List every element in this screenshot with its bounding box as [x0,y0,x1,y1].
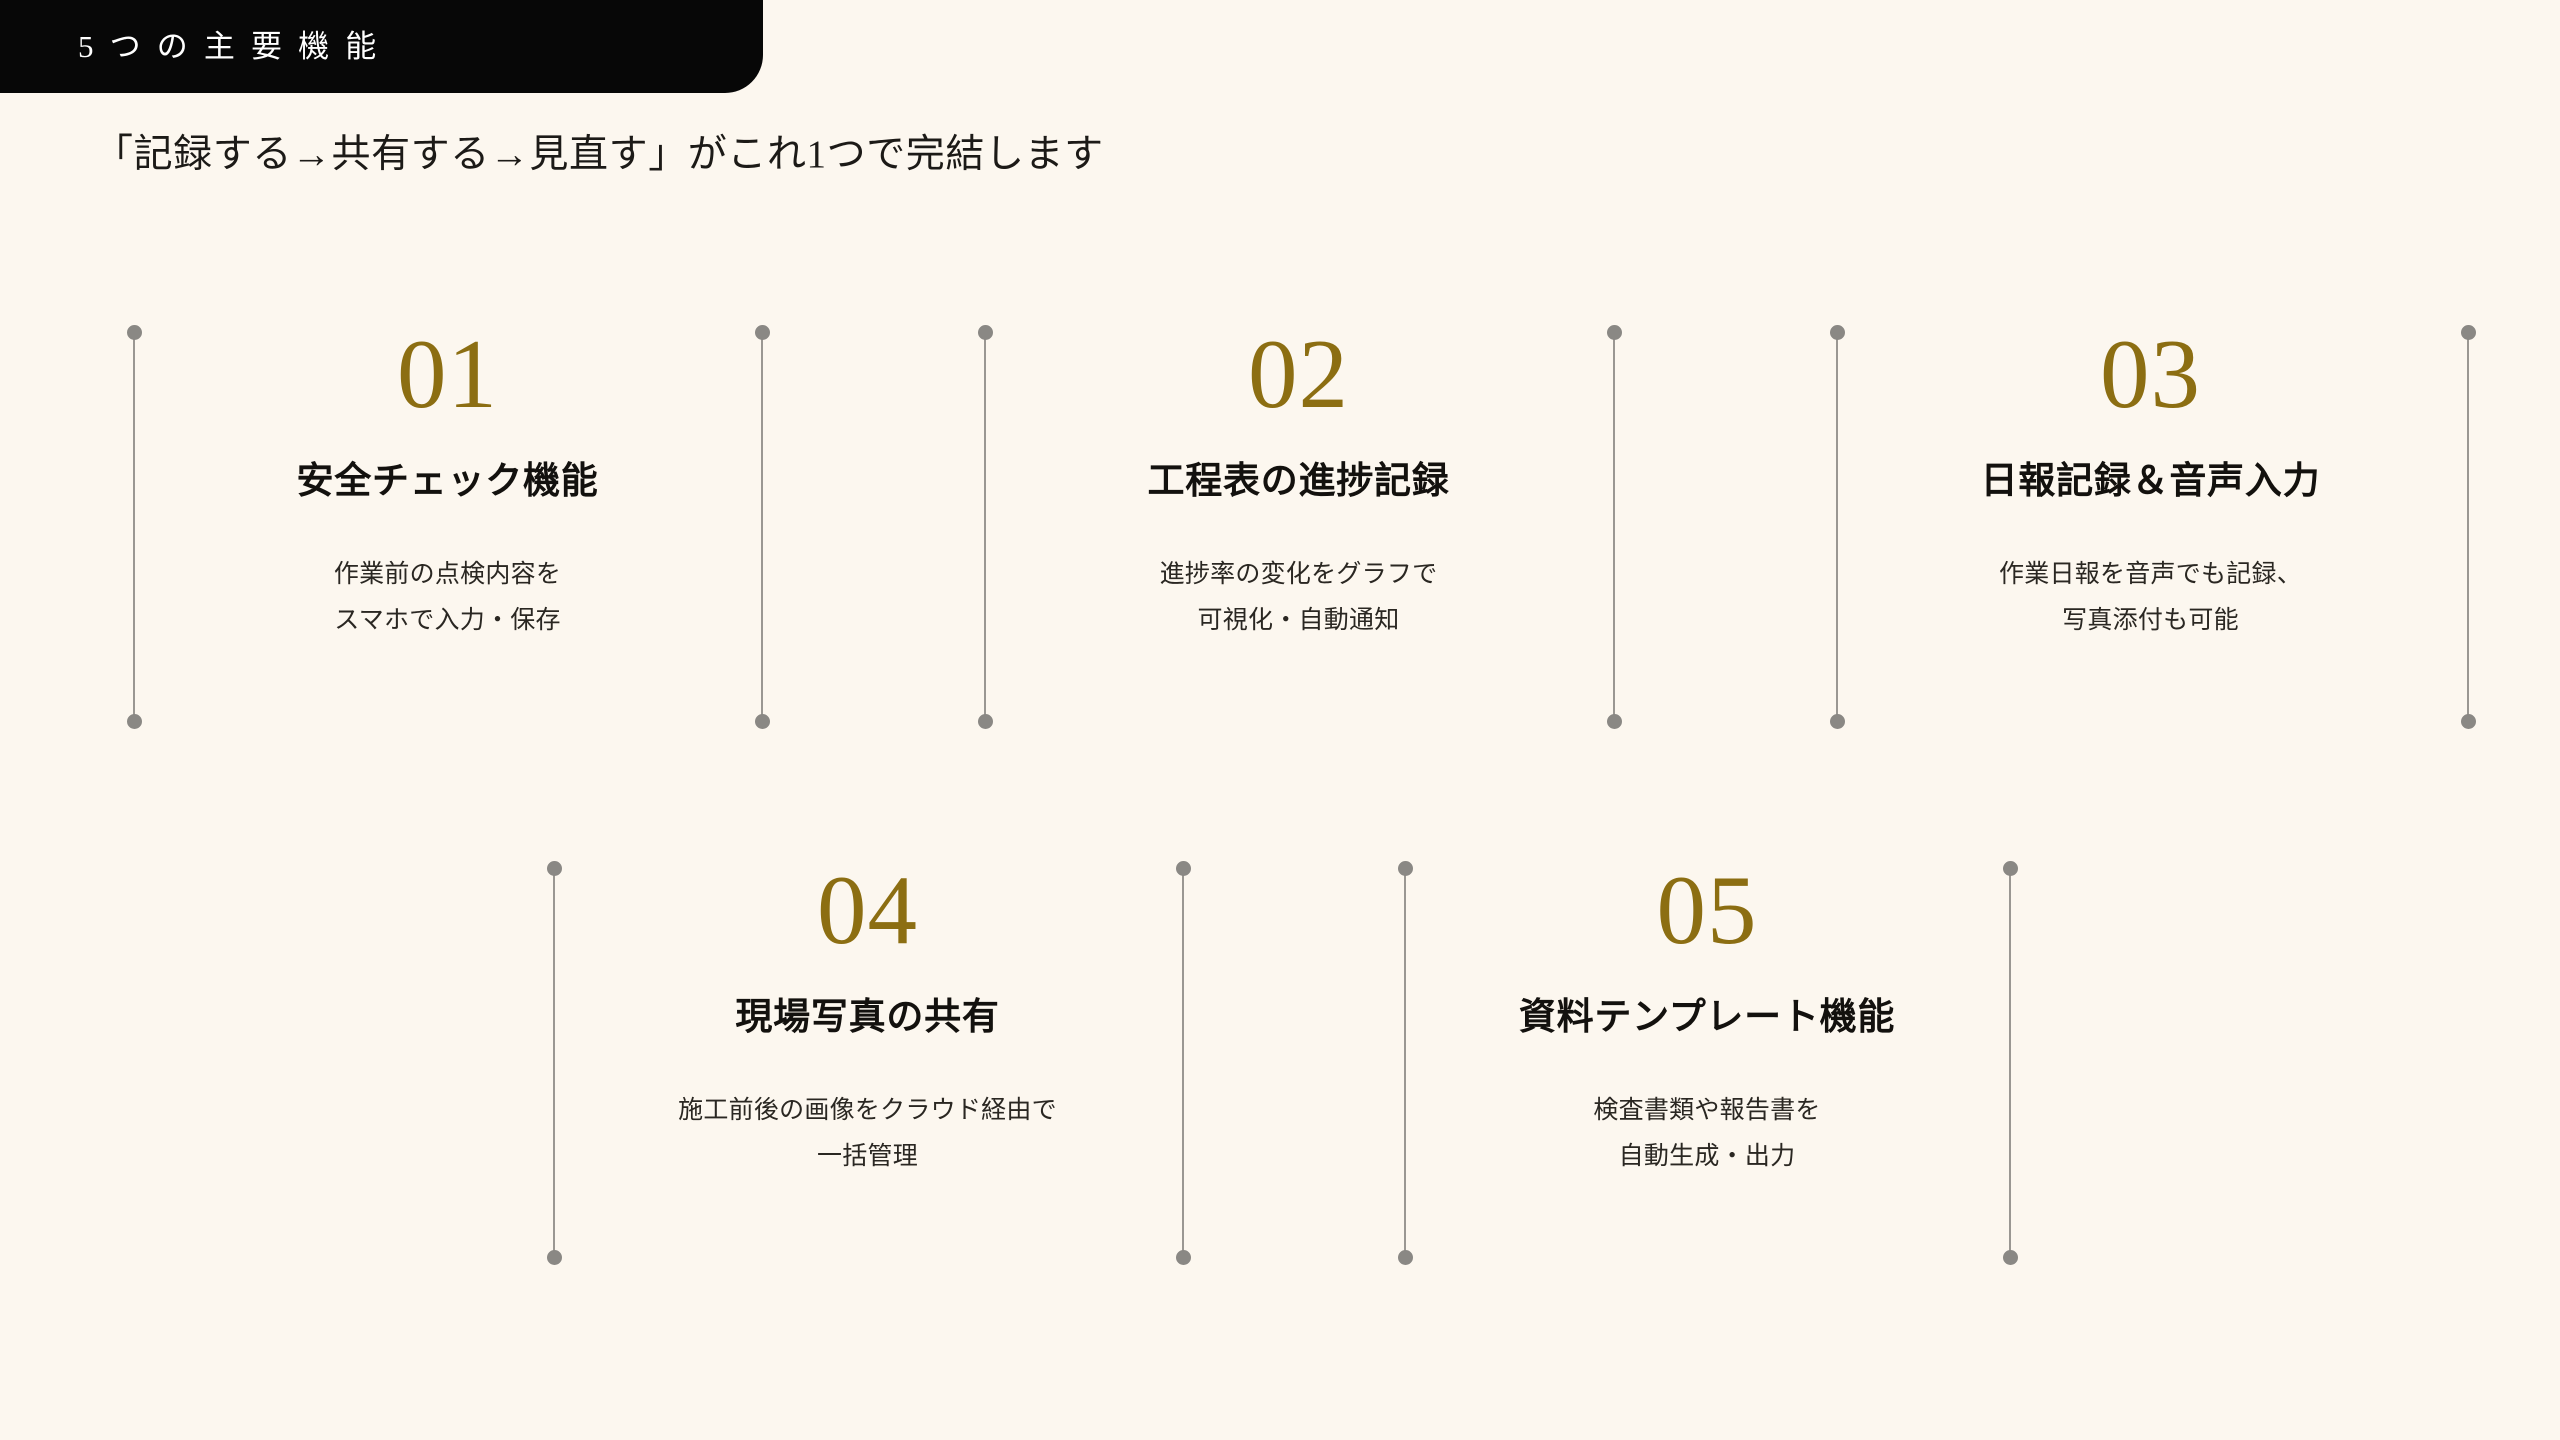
section-subtitle: 「記録する→共有する→見直す」がこれ1つで完結します [94,133,1104,176]
rail-dot-bottom-icon [1829,714,1845,729]
feature-number: 04 [817,856,918,965]
feature-number: 03 [2100,320,2201,429]
rail-dot-top-icon [1829,325,1845,340]
feature-description-line: スマホで入力・保存 [334,607,561,635]
feature-card-04[interactable]: 04 現場写真の共有 施工前後の画像をクラウド経由で 一括管理 [560,861,1175,1181]
rail-dot-bottom-icon [126,714,142,729]
rail-dot-top-icon [977,325,993,340]
feature-description-line: 写真添付も可能 [2062,607,2239,635]
divider-rail-3 [977,325,993,729]
feature-description: 作業日報を音声でも記録、 写真添付も可能 [1843,552,2458,645]
rail-dot-top-icon [1397,861,1413,876]
feature-description-line: 可視化・自動通知 [1197,607,1400,635]
section-badge-label: 5つの主要機能 [78,29,393,64]
rail-dot-top-icon [2460,325,2476,340]
rail-dot-bottom-icon [977,714,993,729]
feature-description-line: 施工前後の画像をクラウド経由で [678,1097,1057,1125]
divider-rail-10 [2002,861,2018,1265]
divider-rail-4 [1606,325,1622,729]
feature-description-line: 自動生成・出力 [1618,1143,1796,1171]
rail-dot-top-icon [126,325,142,340]
feature-description-line: 作業日報を音声でも記録、 [1998,561,2302,589]
feature-card-02[interactable]: 02 工程表の進捗記録 進捗率の変化をグラフで 可視化・自動通知 [991,325,1606,645]
feature-card-03[interactable]: 03 日報記録＆音声入力 作業日報を音声でも記録、 写真添付も可能 [1843,325,2458,645]
rail-dot-top-icon [546,861,562,876]
feature-title: 安全チェック機能 [296,461,599,502]
feature-description: 検査書類や報告書を 自動生成・出力 [1412,1088,2002,1181]
divider-rail-7 [546,861,562,1265]
rail-dot-bottom-icon [2460,714,2476,729]
feature-description: 進捗率の変化をグラフで 可視化・自動通知 [991,552,1606,645]
rail-dot-bottom-icon [1606,714,1622,729]
feature-title: 工程表の進捗記録 [1147,461,1450,502]
divider-rail-6 [2460,325,2476,729]
divider-rail-5 [1829,325,1845,729]
feature-description-line: 検査書類や報告書を [1593,1097,1821,1125]
divider-rail-2 [754,325,770,729]
rail-dot-top-icon [1606,325,1622,340]
feature-description: 作業前の点検内容を スマホで入力・保存 [140,552,755,645]
feature-title: 現場写真の共有 [735,997,1000,1038]
feature-title: 資料テンプレート機能 [1518,997,1896,1038]
feature-description-line: 一括管理 [816,1143,918,1171]
rail-dot-top-icon [1175,861,1191,876]
feature-description-line: 作業前の点検内容を [333,561,562,589]
feature-description: 施工前後の画像をクラウド経由で 一括管理 [560,1088,1175,1181]
divider-rail-1 [126,325,142,729]
rail-dot-bottom-icon [1397,1250,1413,1265]
divider-rail-8 [1175,861,1191,1265]
rail-dot-bottom-icon [2002,1250,2018,1265]
rail-dot-top-icon [2002,861,2018,876]
feature-number: 05 [1656,856,1758,965]
rail-dot-top-icon [754,325,770,340]
rail-dot-bottom-icon [546,1250,562,1265]
rail-dot-bottom-icon [754,714,770,729]
feature-card-05[interactable]: 05 資料テンプレート機能 検査書類や報告書を 自動生成・出力 [1412,861,2002,1181]
rail-dot-bottom-icon [1175,1250,1191,1265]
section-badge: 5つの主要機能 [0,0,763,93]
feature-title: 日報記録＆音声入力 [1980,461,2321,502]
feature-card-01[interactable]: 01 安全チェック機能 作業前の点検内容を スマホで入力・保存 [140,325,755,645]
divider-rail-9 [1397,861,1413,1265]
feature-description-line: 進捗率の変化をグラフで [1159,561,1438,589]
feature-number: 02 [1248,320,1349,429]
feature-number: 01 [397,320,498,429]
